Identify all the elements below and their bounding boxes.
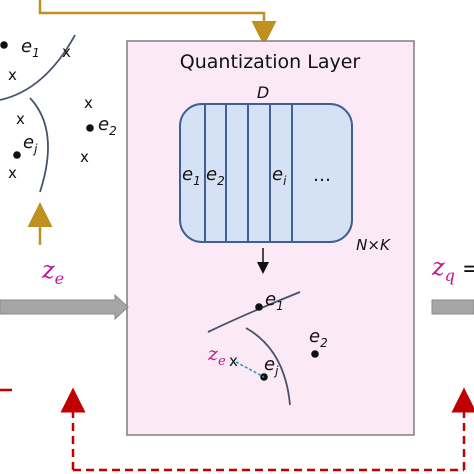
left-point-e1 (0, 41, 8, 49)
left-point-ej (13, 151, 21, 159)
output-zq-label: zq (431, 253, 455, 285)
codebook-entry-ei: ei (272, 164, 287, 188)
codebook-ellipsis: … (313, 165, 331, 186)
left-label-e2: e2 (98, 114, 117, 138)
inner-cross-ze: x (229, 352, 238, 370)
left-voronoi-curves (0, 34, 76, 193)
input-block-arrow (0, 293, 129, 321)
output-equals-sign: = (462, 257, 474, 282)
input-ze-label: ze (41, 256, 64, 288)
left-label-e1: e1 (21, 36, 40, 60)
inner-voronoi-curves (207, 291, 301, 406)
inner-point-e1 (255, 303, 263, 311)
quantization-layer-title: Quantization Layer (180, 51, 361, 73)
left-cross-3: x (84, 94, 93, 112)
left-point-e2 (86, 124, 94, 132)
codebook-size-label: N×K (356, 236, 391, 254)
output-block-arrow (431, 299, 474, 315)
codebook-dimension-label: D (257, 83, 269, 102)
inner-point-e2 (311, 350, 319, 358)
left-label-ej: ej (23, 132, 38, 156)
feedback-loop-arrow (0, 387, 474, 472)
left-cross-1: x (62, 43, 71, 61)
inner-label-ej: ej (264, 354, 279, 378)
inner-label-e1: e1 (265, 289, 284, 313)
top-connector-arrow (38, 0, 277, 46)
inner-label-ze: ze (207, 343, 226, 369)
inner-label-e2: e2 (309, 326, 328, 350)
codebook (179, 103, 353, 243)
left-cross-4: x (16, 110, 25, 128)
left-cross-6: x (8, 164, 17, 182)
nearest-distance-line (235, 361, 265, 378)
codebook-entry-e2: e2 (206, 164, 225, 188)
left-cross-2: x (8, 66, 17, 84)
codebook-entry-e1: e1 (182, 164, 201, 188)
left-cross-5: x (80, 148, 89, 166)
